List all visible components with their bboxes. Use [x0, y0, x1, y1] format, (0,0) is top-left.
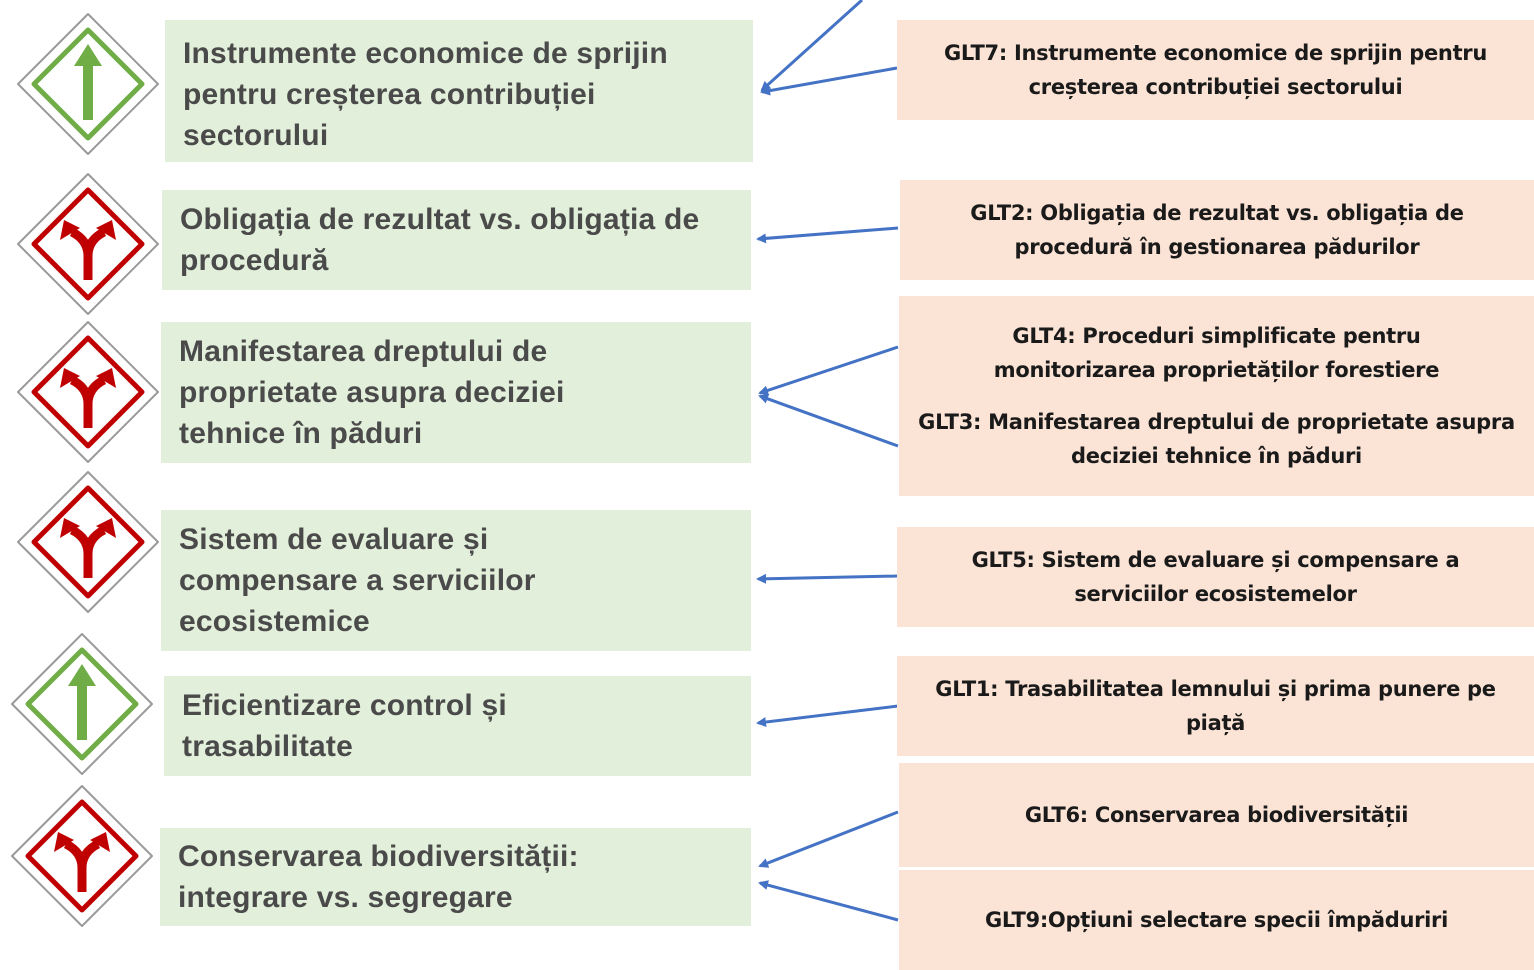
- arrow-top-offscreen: [760, 0, 864, 92]
- fork-arrow-icon: [17, 173, 159, 315]
- arrow-glt4: [758, 345, 899, 396]
- fork-arrow-icon: [17, 321, 159, 463]
- group-box: GLT4: Proceduri simplificate pentru moni…: [899, 296, 1534, 496]
- topic-box: Eficientizare control și trasabilitate: [164, 676, 751, 776]
- topic-label: Conservarea biodiversității: integrare v…: [178, 840, 579, 914]
- topic-box: Manifestarea dreptului de proprietate as…: [161, 322, 751, 463]
- group-label: GLT5: Sistem de evaluare și compensare a…: [971, 548, 1460, 606]
- topic-label: Eficientizare control și trasabilitate: [182, 689, 507, 763]
- fork-arrow-icon: [11, 785, 153, 927]
- topic-box: Obligația de rezultat vs. obligația de p…: [162, 190, 751, 290]
- straight-arrow-icon: [17, 13, 159, 155]
- group-box: GLT9:Opțiuni selectare specii împăduriri: [899, 870, 1534, 970]
- straight-arrow-icon: [11, 633, 153, 775]
- arrow-glt7: [760, 66, 898, 96]
- arrow-glt2: [756, 226, 899, 244]
- topic-label: Instrumente economice de sprijin pentru …: [183, 36, 668, 152]
- arrow-glt9: [758, 880, 899, 922]
- group-label: GLT7: Instrumente economice de sprijin p…: [943, 41, 1488, 99]
- topic-label: Sistem de evaluare și compensare a servi…: [179, 523, 536, 638]
- group-box: GLT1: Trasabilitatea lemnului și prima p…: [897, 656, 1534, 756]
- group-box: GLT2: Obligația de rezultat vs. obligați…: [900, 180, 1534, 280]
- topic-box: Sistem de evaluare și compensare a servi…: [161, 510, 751, 651]
- arrow-glt6: [758, 810, 899, 868]
- group-label: GLT2: Obligația de rezultat vs. obligați…: [970, 201, 1464, 259]
- group-label: GLT9:Opțiuni selectare specii împăduriri: [984, 908, 1449, 932]
- group-label: GLT1: Trasabilitatea lemnului și prima p…: [935, 677, 1496, 735]
- topic-label: Manifestarea dreptului de proprietate as…: [179, 335, 565, 450]
- topic-box: Instrumente economice de sprijin pentru …: [165, 20, 753, 162]
- arrow-glt3: [758, 394, 899, 448]
- group-box: GLT5: Sistem de evaluare și compensare a…: [897, 527, 1534, 627]
- fork-arrow-icon: [17, 471, 159, 613]
- arrow-glt5: [756, 573, 899, 584]
- group-box: GLT7: Instrumente economice de sprijin p…: [897, 20, 1534, 120]
- topic-box: Conservarea biodiversității: integrare v…: [160, 828, 751, 926]
- arrow-glt1: [756, 704, 899, 727]
- group-box: GLT6: Conservarea biodiversității: [899, 763, 1534, 867]
- topic-label: Obligația de rezultat vs. obligația de p…: [180, 203, 700, 277]
- group-label: GLT4: Proceduri simplificate pentru moni…: [993, 324, 1440, 382]
- group-label: GLT6: Conservarea biodiversității: [1024, 803, 1409, 827]
- group-label: GLT3: Manifestarea dreptului de propriet…: [918, 410, 1515, 468]
